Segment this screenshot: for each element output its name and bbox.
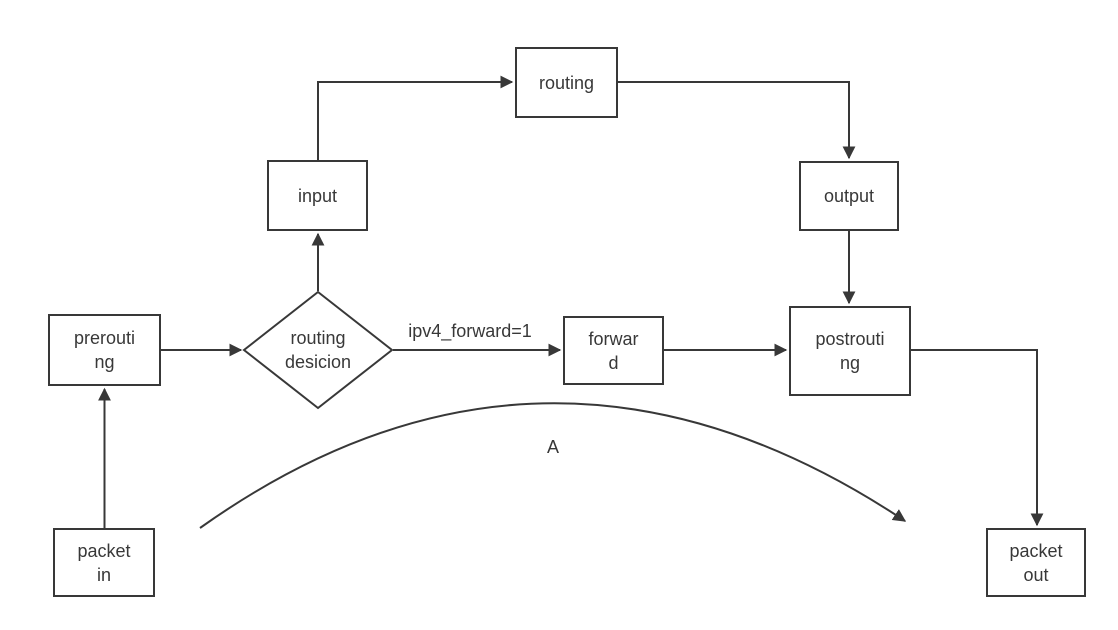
edge-routing-output-arrow (618, 81, 856, 160)
node-prerouting: prerouti ng (48, 314, 161, 386)
node-postrouting: postrouti ng (789, 306, 911, 396)
node-packet-in: packet in (53, 528, 155, 597)
node-prerouting-label: prerouti ng (73, 328, 136, 372)
edge-input-routing-arrow (317, 75, 514, 160)
node-output-label: output (823, 186, 875, 206)
node-input-label: input (297, 185, 338, 206)
node-input: input (267, 160, 368, 231)
edge-bypass-arc-arrow (199, 402, 907, 529)
node-output: output (799, 161, 899, 231)
edge-postrouting-packetout-arrow (911, 349, 1044, 527)
node-routing: routing (515, 47, 618, 118)
arc-label: A (546, 437, 559, 457)
node-routing-decision-label: routing desicion (284, 328, 352, 372)
node-packet-out-label: packet out (1009, 540, 1063, 585)
node-postrouting-label: postrouti ng (815, 329, 885, 373)
node-forward: forwar d (563, 316, 664, 385)
forward-condition-label: ipv4_forward=1 (408, 321, 532, 341)
node-forward-label: forwar d (588, 328, 639, 373)
node-routing-label: routing (538, 72, 595, 93)
node-packet-in-label: packet in (77, 540, 131, 585)
node-packet-out: packet out (986, 528, 1086, 597)
routing-decision-diamond (242, 290, 394, 410)
